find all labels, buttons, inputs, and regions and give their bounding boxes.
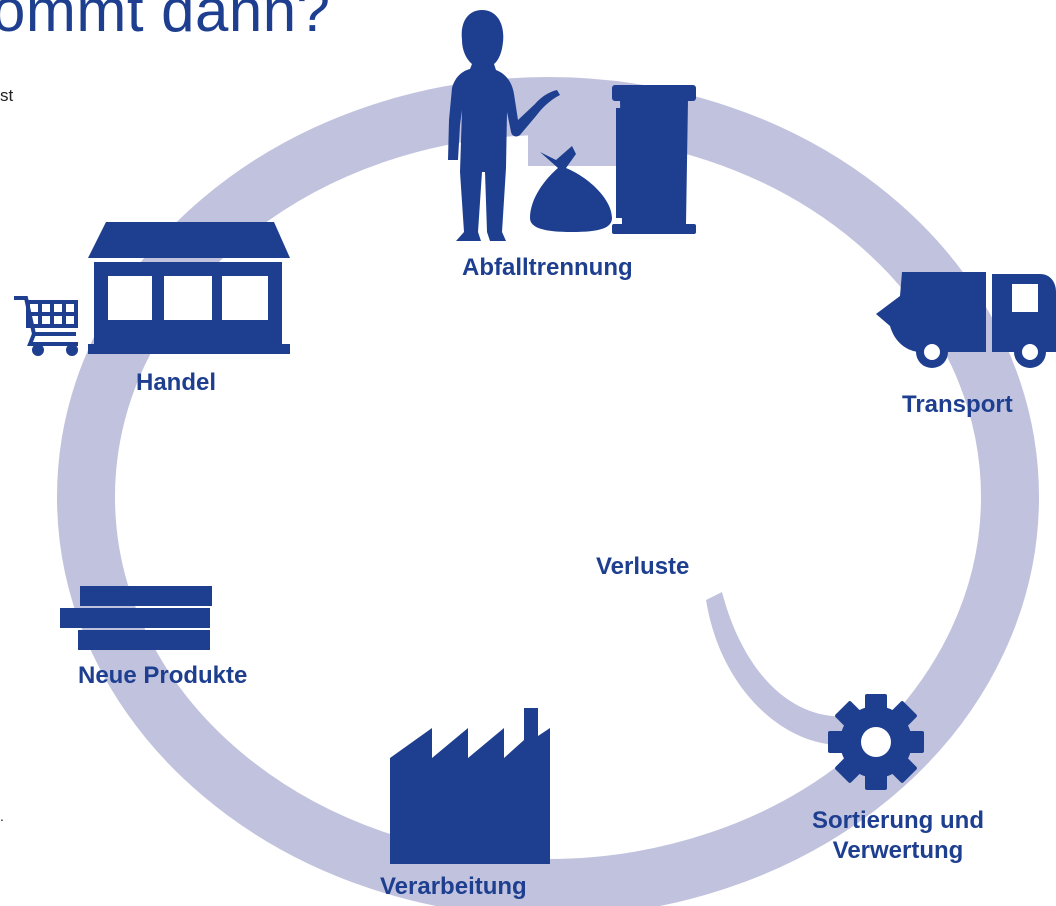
garbage-bag-icon: [530, 146, 612, 232]
person-icon: [448, 10, 560, 241]
stage-label-transport: Transport: [902, 391, 1013, 418]
body-text-fragment: .: [0, 808, 4, 824]
product-stack-icon: [60, 586, 212, 650]
waste-bin-icon: [612, 85, 696, 234]
shopping-cart-icon: [14, 296, 78, 356]
factory-icon: [390, 708, 550, 864]
shop-icon: [88, 222, 290, 354]
garbage-truck-icon: [876, 272, 1056, 368]
stage-label-handel: Handel: [136, 369, 217, 396]
stage-label-abfalltrennung: Abfalltrennung: [462, 254, 633, 281]
stage-label-sortierung: Sortierung und Verwertung: [812, 807, 984, 864]
stage-label-verarbeitung: Verarbeitung: [380, 873, 527, 900]
stage-label-neue-produkte: Neue Produkte: [78, 662, 248, 689]
gear-icon: [828, 694, 924, 790]
losses-label: Verluste: [596, 553, 690, 580]
body-text-fragment: st: [0, 86, 14, 105]
page-heading: ommt dann?: [0, 0, 331, 44]
